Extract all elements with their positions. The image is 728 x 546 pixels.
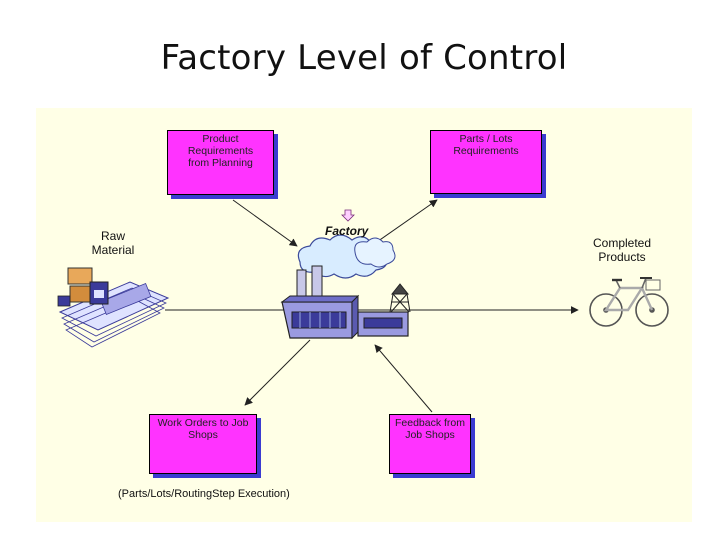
down-arrow-icon bbox=[341, 209, 355, 222]
bicycle-icon bbox=[589, 277, 669, 327]
arrow-factory-to-workorders bbox=[244, 339, 311, 406]
raw-material-label: Raw Material bbox=[91, 229, 135, 257]
raw-material-icon bbox=[57, 267, 170, 348]
parts-lots-requirements-box: Parts / Lots Requirements bbox=[430, 130, 542, 194]
feedback-box: Feedback from Job Shops bbox=[389, 414, 471, 474]
execution-note: (Parts/Lots/RoutingStep Execution) bbox=[118, 488, 290, 500]
work-orders-box: Work Orders to Job Shops bbox=[149, 414, 257, 474]
arrow-feedback-to-factory bbox=[374, 344, 433, 413]
page-title: Factory Level of Control bbox=[160, 38, 568, 78]
completed-products-label: Completed Products bbox=[592, 236, 652, 264]
factory-icon bbox=[280, 234, 411, 340]
arrow-planning-to-factory bbox=[232, 199, 298, 247]
arrow-factory-to-parts bbox=[373, 199, 438, 245]
factory-label: Factory bbox=[325, 224, 369, 238]
product-requirements-box: Product Requirements from Planning bbox=[167, 130, 274, 195]
